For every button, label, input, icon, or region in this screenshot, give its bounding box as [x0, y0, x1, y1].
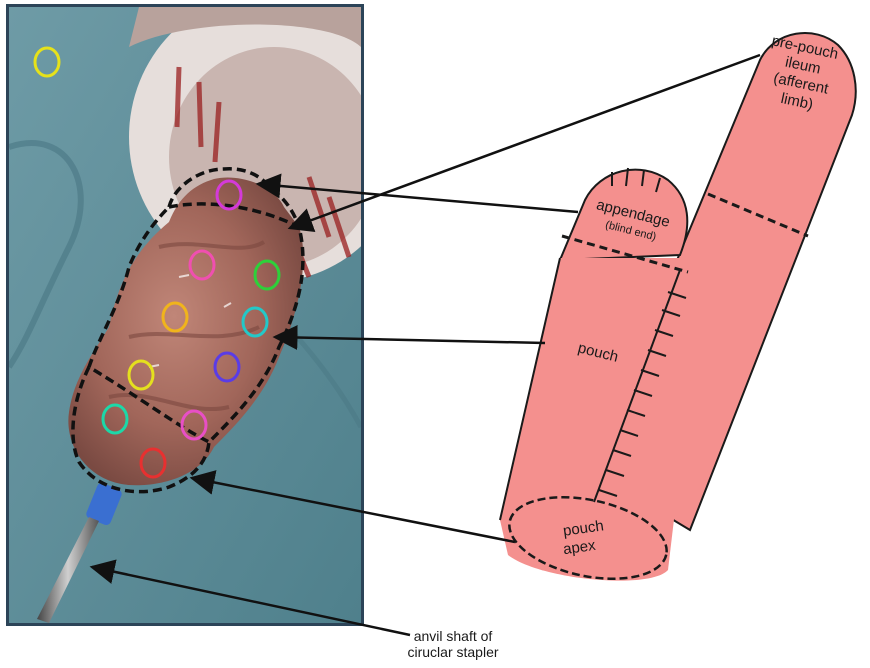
- arrow-appendage: [258, 184, 578, 212]
- arrow-anvil-shaft: [92, 567, 410, 635]
- label-anvil-line2: ciruclar stapler: [378, 644, 528, 660]
- label-anvil-line1: anvil shaft of: [378, 628, 528, 644]
- arrow-pre-pouch: [290, 55, 760, 228]
- label-anvil-shaft: anvil shaft of ciruclar stapler: [378, 628, 528, 660]
- arrow-pouch-apex: [192, 478, 515, 542]
- arrow-pouch: [275, 337, 545, 343]
